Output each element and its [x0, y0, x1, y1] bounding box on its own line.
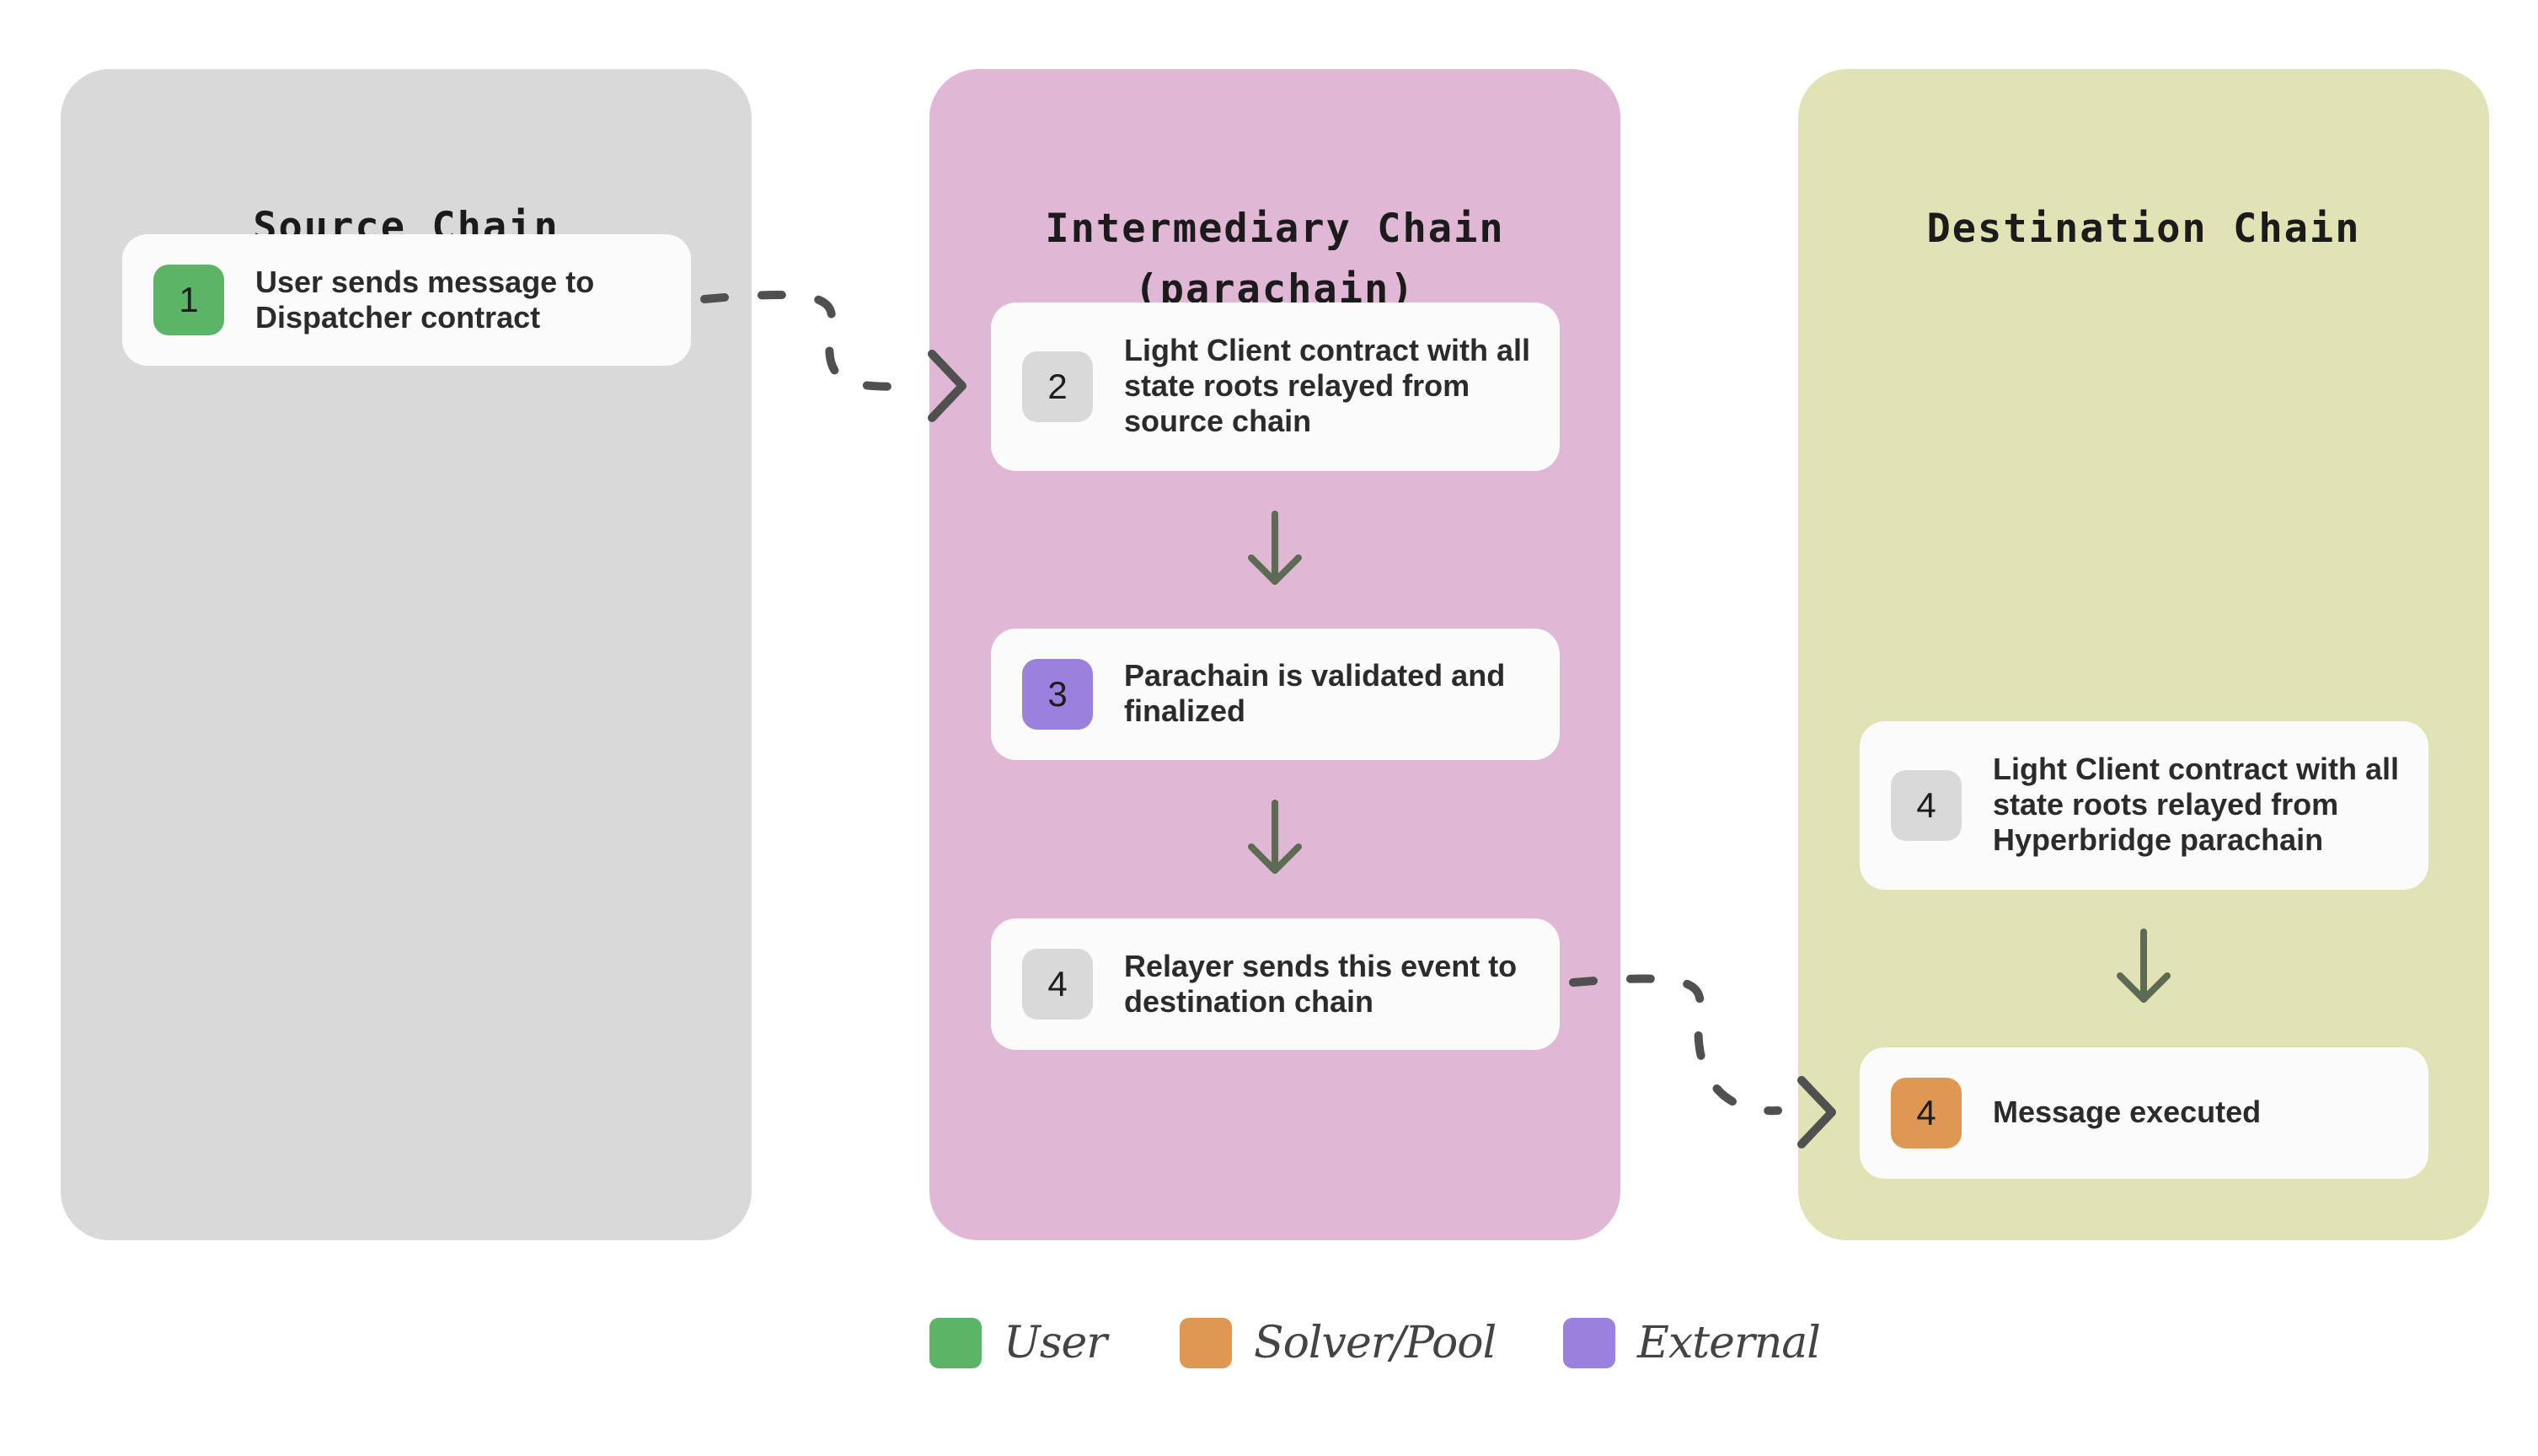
step-card-light-client-intermediary: 2 Light Client contract with all state r… — [991, 302, 1560, 471]
step-text: Message executed — [1993, 1095, 2262, 1129]
legend-item-external: External — [1563, 1318, 1821, 1368]
legend-item-solver-pool: Solver/Pool — [1180, 1318, 1497, 1368]
step-text: User sends message to Dispatcher contrac… — [255, 265, 595, 335]
step-card-light-client-destination: 4 Light Client contract with all state r… — [1860, 721, 2428, 890]
step-card-user-sends-message: 1 User sends message to Dispatcher contr… — [122, 234, 691, 366]
step-badge: 4 — [1891, 770, 1962, 841]
step-text: Parachain is validated and finalized — [1124, 658, 1506, 728]
destination-chain-title: Destination Chain — [1926, 206, 2361, 252]
step-badge: 2 — [1022, 351, 1093, 422]
intermediary-chain-title: Intermediary Chain (parachain) — [1045, 206, 1505, 313]
step-badge: 3 — [1022, 659, 1093, 730]
step-badge: 4 — [1022, 949, 1093, 1020]
step-badge: 4 — [1891, 1078, 1962, 1148]
legend-swatch-solver-pool — [1180, 1318, 1232, 1368]
step-text: Light Client contract with all state roo… — [1993, 752, 2400, 857]
step-card-message-executed: 4 Message executed — [1860, 1047, 2428, 1179]
down-arrow-3-to-4 — [1248, 800, 1302, 874]
step-text: Light Client contract with all state roo… — [1124, 333, 1531, 438]
down-arrow-destination — [2117, 929, 2171, 1003]
step-card-parachain-validated: 3 Parachain is validated and finalized — [991, 629, 1560, 760]
down-arrow-2-to-3 — [1248, 511, 1302, 585]
step-card-relayer-sends-event: 4 Relayer sends this event to destinatio… — [991, 918, 1560, 1050]
destination-chain-panel: Destination Chain — [1798, 69, 2489, 1240]
legend-swatch-user — [929, 1318, 982, 1368]
legend-label: Solver/Pool — [1254, 1318, 1497, 1368]
legend-swatch-external — [1563, 1318, 1615, 1368]
legend-label: External — [1637, 1318, 1821, 1368]
dashed-arrow-intermediary-to-destination — [1569, 974, 1836, 1148]
step-badge: 1 — [153, 265, 224, 335]
legend-item-user: User — [929, 1318, 1107, 1368]
dashed-arrow-source-to-intermediary — [700, 291, 966, 422]
step-text: Relayer sends this event to destination … — [1124, 949, 1518, 1019]
legend-label: User — [1004, 1318, 1107, 1368]
